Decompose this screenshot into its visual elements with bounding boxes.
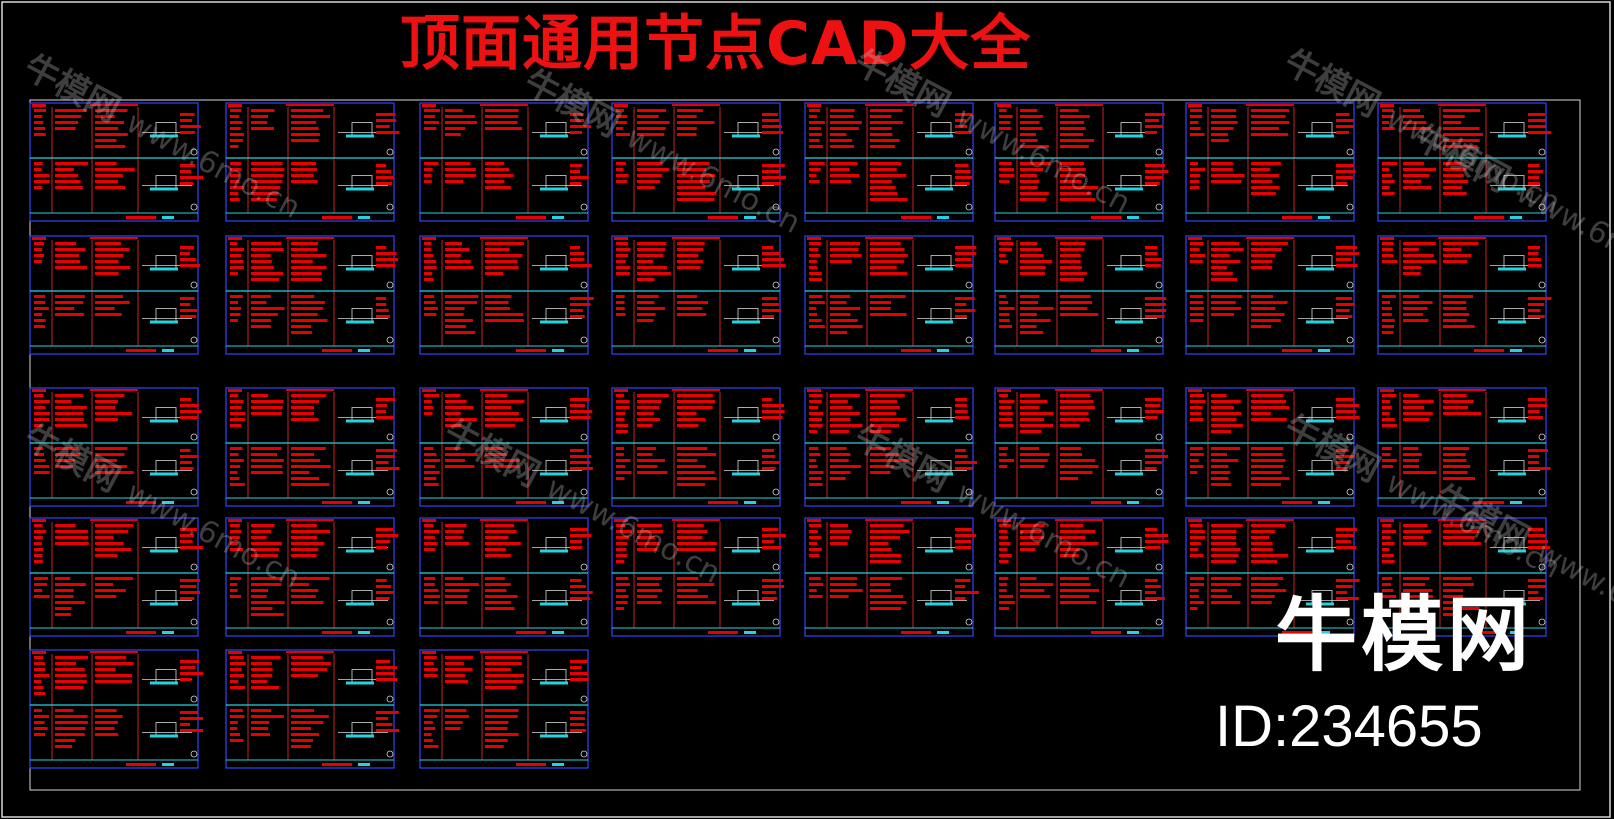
detail-sheet [419,649,589,769]
detail-sheet [611,517,786,637]
detail-sheet [994,102,1169,222]
detail-sheet [611,387,785,507]
detail-sheet [225,517,399,637]
detail-sheet [994,235,1167,355]
detail-sheet [225,235,399,355]
brand-logo-text: 牛模网 [1275,588,1534,683]
brand-id-text: ID:234655 [1215,694,1483,759]
detail-sheet [1377,102,1552,222]
detail-sheet [611,102,786,222]
detail-sheet [1185,517,1360,637]
detail-sheet [419,235,594,355]
detail-sheet [804,517,979,637]
detail-sheet [225,649,399,769]
detail-sheet [225,102,400,222]
detail-sheet [419,387,593,507]
detail-sheet [29,387,202,507]
detail-sheet [419,102,592,222]
detail-sheet [1185,235,1359,355]
detail-sheet [29,235,201,355]
detail-sheet [804,102,974,222]
detail-sheet [29,102,203,222]
detail-sheet [1185,387,1360,507]
detail-sheet [1377,517,1551,637]
detail-sheet [804,235,977,355]
detail-sheet [611,235,786,355]
detail-sheet [804,387,977,507]
detail-sheet [994,387,1168,507]
detail-sheet [1377,387,1551,507]
page-title: 顶面通用节点CAD大全 [400,9,1032,79]
detail-sheet [1185,102,1356,222]
drawing-sheets-group [29,102,1552,769]
detail-sheet [29,649,204,769]
detail-sheet [29,517,204,637]
detail-sheet [419,517,593,637]
detail-sheet [225,387,400,507]
detail-sheet [994,517,1169,637]
detail-sheet [1377,235,1552,355]
